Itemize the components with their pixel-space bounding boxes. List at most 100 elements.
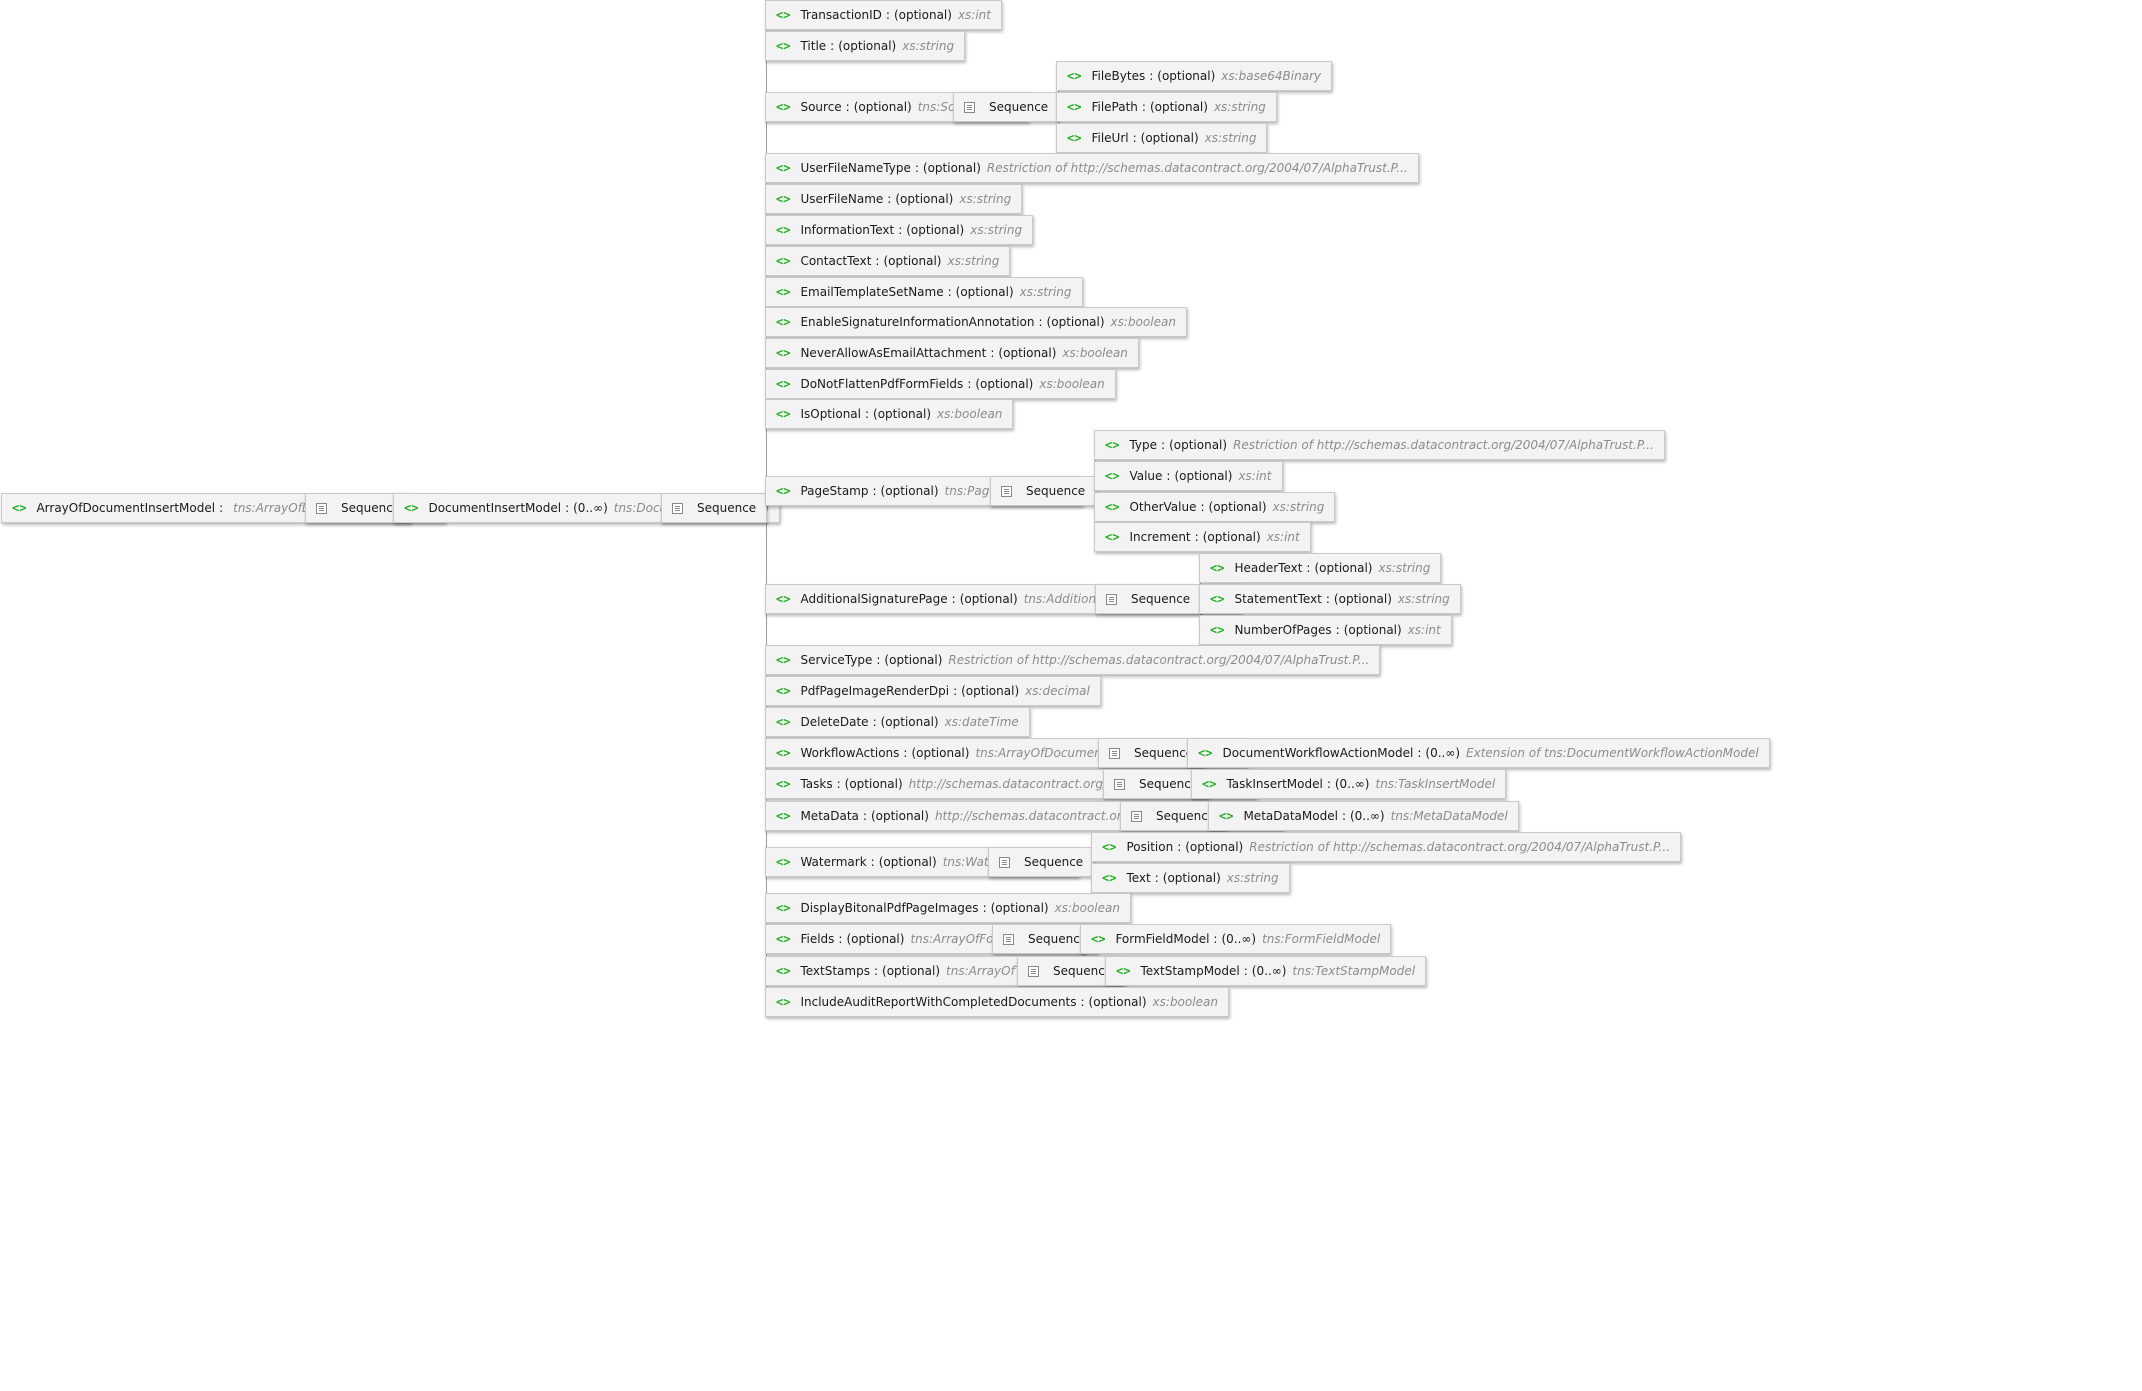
sequence-node-seq-workflow[interactable]: Sequence [1098,738,1205,768]
occurrence-label: (optional) [961,684,1020,698]
element-icon: <> [776,684,791,698]
type-label: xs:boolean [1110,315,1176,329]
element-node-isoptional[interactable]: <>IsOptional:(optional)xs:boolean [765,399,1014,429]
element-icon: <> [776,855,791,869]
sequence-node-seq-source[interactable]: Sequence [953,92,1060,122]
element-icon: <> [776,995,791,1009]
name-separator: : [830,39,835,53]
element-node-statementtext[interactable]: <>StatementText:(optional)xs:string [1199,584,1461,614]
element-icon: <> [1210,592,1225,606]
name-separator: : [951,592,956,606]
element-node-pdfdpi[interactable]: <>PdfPageImageRenderDpi:(optional)xs:dec… [765,676,1101,706]
element-name: WorkflowActions [800,746,900,760]
element-node-filepath[interactable]: <>FilePath:(optional)xs:string [1056,92,1277,122]
occurrence-label: (optional) [1157,69,1216,83]
element-node-wm-text[interactable]: <>Text:(optional)xs:string [1091,863,1290,893]
occurrence-label: (optional) [884,653,943,667]
element-icon: <> [1102,871,1117,885]
name-separator: : [1200,500,1205,514]
type-label: xs:boolean [1152,995,1218,1009]
element-name: FilePath [1091,100,1138,114]
element-node-informationtext[interactable]: <>InformationText:(optional)xs:string [765,215,1034,245]
element-name: Increment [1129,530,1191,544]
sequence-label: Sequence [341,501,401,515]
type-label: tns:TaskInsertModel [1375,777,1496,791]
type-label: Restriction of http://schemas.datacontra… [948,653,1370,667]
type-label: xs:int [1238,469,1272,483]
element-name: HeaderText [1234,561,1303,575]
element-node-transactionid[interactable]: <>TransactionID:(optional)xs:int [765,0,1002,30]
element-name: DoNotFlattenPdfFormFields [800,377,964,391]
type-label: xs:boolean [1039,377,1105,391]
element-node-numberofpages[interactable]: <>NumberOfPages:(optional)xs:int [1199,615,1452,645]
element-node-enablesig[interactable]: <>EnableSignatureInformationAnnotation:(… [765,307,1187,337]
sequence-label: Sequence [1134,746,1194,760]
element-node-taskinsert[interactable]: <>TaskInsertModel:(0..∞)tns:TaskInsertMo… [1191,769,1507,799]
element-node-donotflatten[interactable]: <>DoNotFlattenPdfFormFields:(optional)xs… [765,369,1116,399]
name-separator: : [565,501,570,515]
name-separator: : [870,855,875,869]
element-node-wm-position[interactable]: <>Position:(optional)Restriction of http… [1091,832,1682,862]
element-node-docworkflow[interactable]: <>DocumentWorkflowActionModel:(0..∞)Exte… [1187,738,1770,768]
element-node-ps-value[interactable]: <>Value:(optional)xs:int [1094,461,1283,491]
element-node-contacttext[interactable]: <>ContactText:(optional)xs:string [765,246,1011,276]
element-icon: <> [776,964,791,978]
element-node-neverallow[interactable]: <>NeverAllowAsEmailAttachment:(optional)… [765,338,1139,368]
element-node-fileurl[interactable]: <>FileUrl:(optional)xs:string [1056,123,1268,153]
occurrence-label: (optional) [838,39,897,53]
sequence-node-seq-pagestamp[interactable]: Sequence [990,476,1097,506]
occurrence-label: (0..∞) [1251,964,1287,978]
type-label: Restriction of http://schemas.datacontra… [1233,438,1654,452]
name-separator: : [903,746,908,760]
element-node-metadatamodel[interactable]: <>MetaDataModel:(0..∞)tns:MetaDataModel [1208,801,1519,831]
occurrence-label: (optional) [1140,131,1199,145]
type-label: xs:boolean [1062,346,1128,360]
sequence-icon [1114,778,1125,790]
sequence-node-seq1[interactable]: Sequence [661,493,768,523]
element-node-servicetype[interactable]: <>ServiceType:(optional)Restriction of h… [765,645,1381,675]
element-icon: <> [1219,809,1234,823]
element-node-displaybitonal[interactable]: <>DisplayBitonalPdfPageImages:(optional)… [765,893,1131,923]
type-label: xs:string [970,223,1023,237]
element-name: StatementText [1234,592,1322,606]
type-label: xs:int [1407,623,1441,637]
occurrence-label: (optional) [1208,500,1267,514]
element-node-userfilename[interactable]: <>UserFileName:(optional)xs:string [765,184,1023,214]
element-node-title[interactable]: <>Title:(optional)xs:string [765,31,966,61]
name-separator: : [990,346,995,360]
name-separator: : [1243,964,1248,978]
element-node-includeaudit[interactable]: <>IncludeAuditReportWithCompletedDocumen… [765,987,1229,1017]
occurrence-label: (optional) [883,254,942,268]
element-node-ps-type[interactable]: <>Type:(optional)Restriction of http://s… [1094,430,1665,460]
sequence-node-seq-additionalsig[interactable]: Sequence [1095,584,1202,614]
name-separator: : [1166,469,1171,483]
element-name: Type [1129,438,1158,452]
occurrence-label: (optional) [853,100,912,114]
element-node-filebytes[interactable]: <>FileBytes:(optional)xs:base64Binary [1056,61,1333,91]
element-node-deletedate[interactable]: <>DeleteDate:(optional)xs:dateTime [765,707,1030,737]
sequence-icon [1109,747,1120,759]
element-node-headertext[interactable]: <>HeaderText:(optional)xs:string [1199,553,1442,583]
element-node-textstampmodel[interactable]: <>TextStampModel:(0..∞)tns:TextStampMode… [1105,956,1427,986]
element-icon: <> [1067,100,1082,114]
occurrence-label: (optional) [844,777,903,791]
element-icon: <> [776,39,791,53]
element-node-formfieldmodel[interactable]: <>FormFieldModel:(0..∞)tns:FormFieldMode… [1080,924,1392,954]
element-icon: <> [776,407,791,421]
element-node-userfilenametype[interactable]: <>UserFileNameType:(optional)Restriction… [765,153,1419,183]
element-icon: <> [776,653,791,667]
element-icon: <> [1091,932,1106,946]
name-separator: : [864,407,870,421]
element-node-emailtemplatesetname[interactable]: <>EmailTemplateSetName:(optional)xs:stri… [765,277,1083,307]
element-node-ps-othervalue[interactable]: <>OtherValue:(optional)xs:string [1094,492,1336,522]
type-label: xs:decimal [1025,684,1090,698]
element-node-ps-increment[interactable]: <>Increment:(optional)xs:int [1094,522,1311,552]
name-separator: : [1141,100,1146,114]
type-label: Restriction of http://schemas.datacontra… [986,161,1408,175]
type-label: xs:string [1213,100,1266,114]
sequence-node-seq-watermark[interactable]: Sequence [988,847,1095,877]
element-name: InformationText [800,223,895,237]
name-separator: : [862,809,867,823]
element-name: AdditionalSignaturePage [800,592,948,606]
